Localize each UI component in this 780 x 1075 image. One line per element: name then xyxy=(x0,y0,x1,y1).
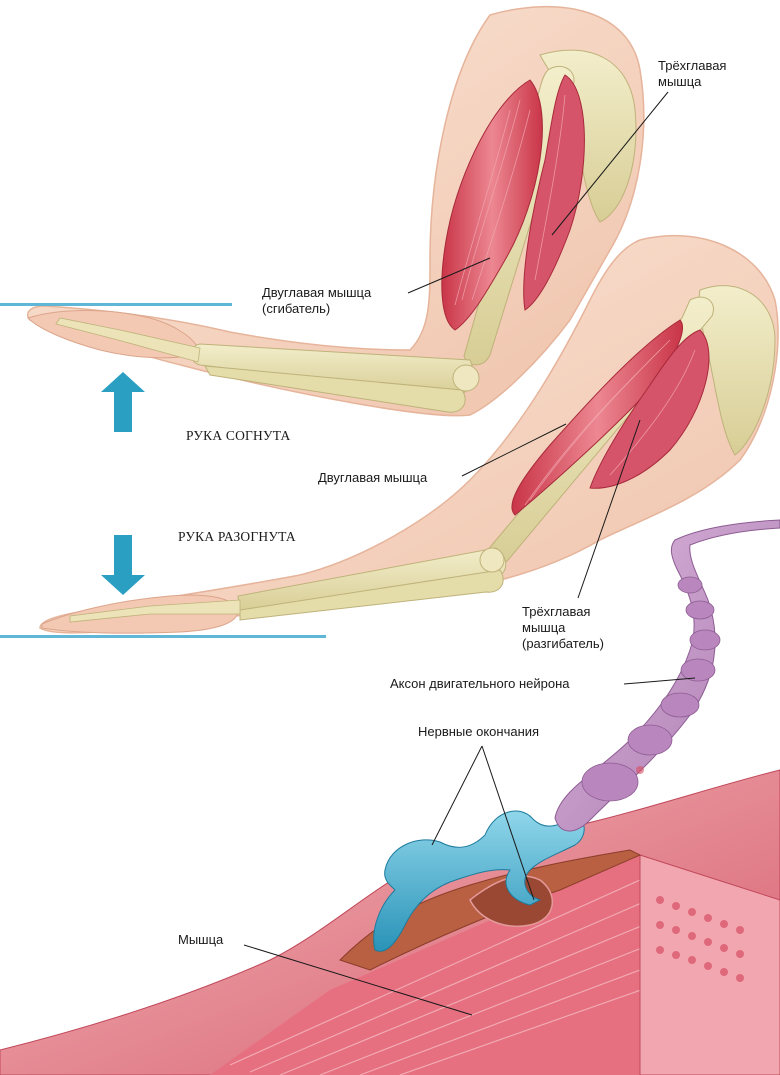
label-biceps-flexor-line1: Двуглавая мышца xyxy=(262,285,372,300)
extended-arm xyxy=(39,234,779,634)
extended-arm-triceps xyxy=(589,329,710,489)
label-biceps-flexor: Двуглавая мышца (сгибатель) xyxy=(262,285,371,317)
label-muscle: Мышца xyxy=(178,932,224,947)
label-triceps-top-line2: мышца xyxy=(658,74,702,89)
label-arm-bent: РУКА СОГНУТА xyxy=(186,428,291,443)
bent-arm-triceps xyxy=(523,74,585,311)
label-triceps-extensor-line1: Трёхглавая xyxy=(522,604,591,619)
label-biceps-flexor-line2: (сгибатель) xyxy=(262,301,331,316)
label-motor-axon: Аксон двигательного нейрона xyxy=(390,676,570,691)
bent-arm xyxy=(26,5,645,417)
label-arm-extended: РУКА РАЗОГНУТА xyxy=(178,529,296,544)
label-nerve-endings: Нервные окончания xyxy=(418,724,540,739)
nerve-endings xyxy=(373,810,585,952)
bottom-reference-line xyxy=(0,635,326,638)
label-triceps-top-line1: Трёхглавая xyxy=(658,58,727,73)
label-triceps-extensor-line2: мышца xyxy=(522,620,566,635)
label-triceps-extensor-line3: (разгибатель) xyxy=(522,636,604,651)
label-biceps: Двуглавая мышца xyxy=(318,470,428,485)
label-triceps-extensor: Трёхглавая мышца (разгибатель) xyxy=(522,604,604,652)
leader-lines xyxy=(243,91,696,1016)
label-triceps-top: Трёхглавая мышца xyxy=(658,58,726,90)
top-reference-line xyxy=(0,303,232,306)
neuromuscular-junction xyxy=(0,519,780,1075)
arrow-up-icon xyxy=(101,372,145,432)
arrow-down-icon xyxy=(101,535,145,595)
